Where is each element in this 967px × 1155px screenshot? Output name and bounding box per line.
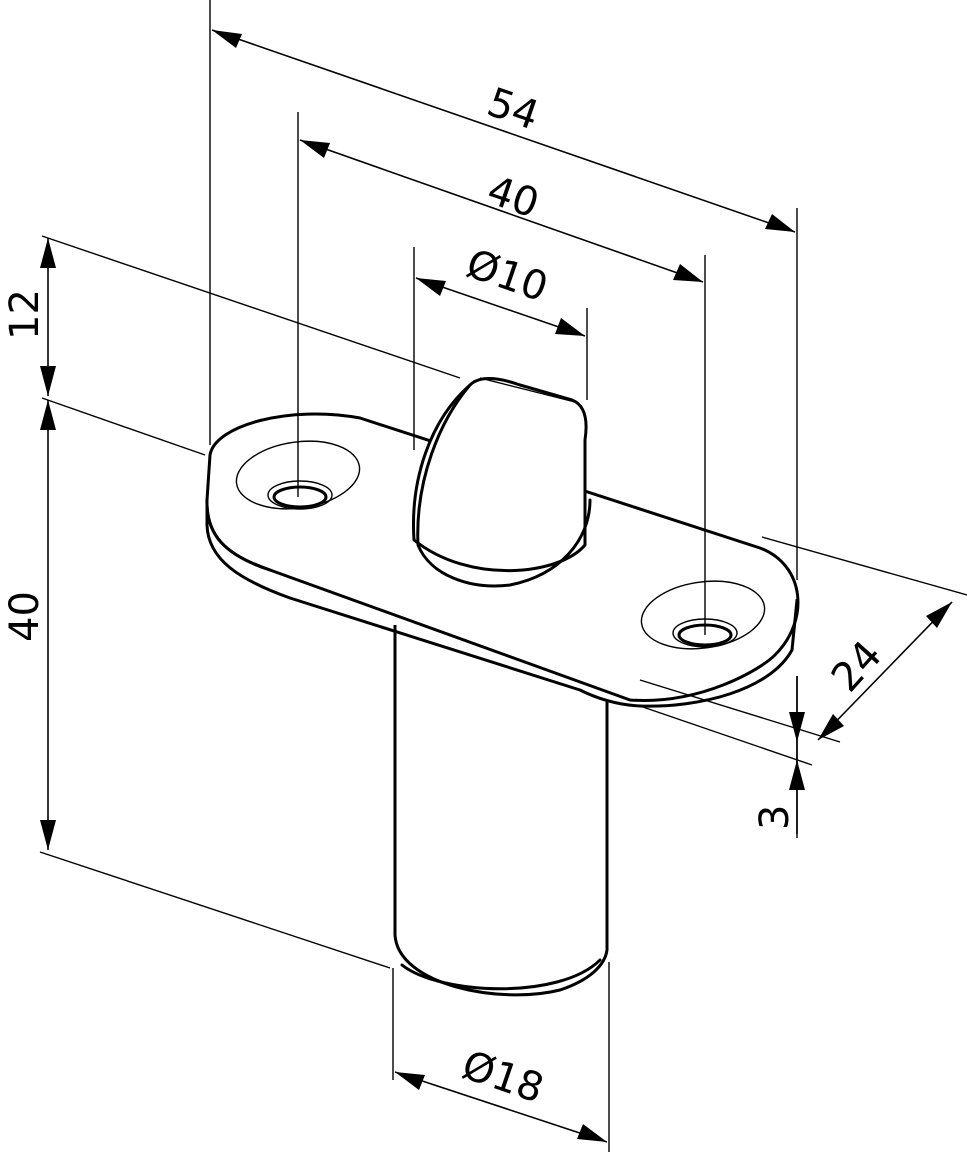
dim-plate-thickness-label: 3: [752, 805, 798, 830]
dim-overall-length-label: 54: [481, 79, 544, 139]
pin-bevel-face: [416, 383, 592, 588]
dim-body-length-label: 40: [2, 591, 48, 642]
extension-lines: [39, 0, 967, 1152]
dim-body-diameter-label: Ø18: [456, 1042, 549, 1112]
cylinder-bottom-curve: [400, 958, 602, 991]
part-body: [205, 377, 800, 997]
dim-plate-width-label: 24: [823, 632, 891, 701]
dim-hole-spacing-label: 40: [481, 167, 544, 227]
dimension-12: 12: [2, 238, 56, 396]
cylinder-body: [393, 625, 609, 997]
right-hole-outer: [640, 580, 766, 650]
pin-top-edge: [479, 377, 576, 403]
dim-pin-diameter-label: Ø10: [461, 241, 554, 311]
dimension-pin-diameter: Ø10: [415, 241, 586, 337]
pin: [412, 377, 588, 573]
left-hole-bore: [272, 485, 328, 509]
dimension-40-body: 40: [2, 400, 56, 850]
dimension-body-diameter: Ø18: [394, 1042, 608, 1143]
dimension-24: 24: [817, 601, 953, 741]
left-hole-inner: [267, 480, 333, 510]
dimension-3: 3: [752, 676, 805, 834]
base-plate-edge: [205, 498, 799, 708]
base-plate-top-rim: [205, 498, 272, 572]
dim-pin-height-label: 12: [2, 289, 48, 340]
